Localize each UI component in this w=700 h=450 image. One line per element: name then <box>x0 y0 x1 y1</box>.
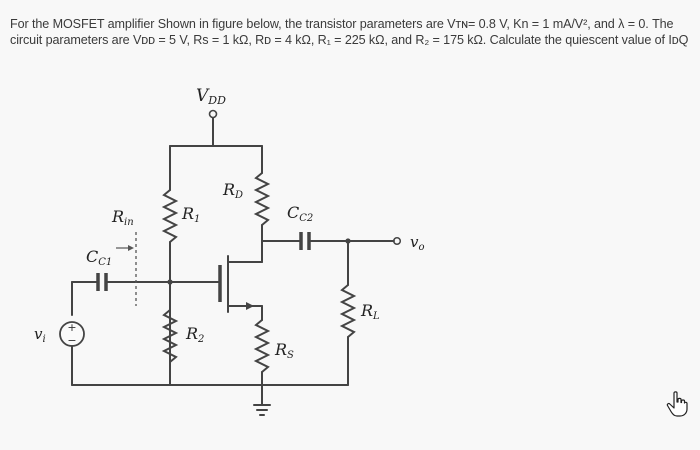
voltage-source: + − <box>59 321 85 347</box>
r1-label: R1 <box>181 204 200 225</box>
r2-resistor <box>161 309 179 363</box>
cc1-label: CC1 <box>86 247 112 268</box>
source-plus-sign: + <box>67 321 76 334</box>
vdd-terminal <box>208 109 218 147</box>
rd-resistor <box>253 172 271 226</box>
vi-label: vi <box>34 325 46 345</box>
question-line-1: For the MOSFET amplifier Shown in figure… <box>10 17 674 31</box>
ground-symbol <box>253 404 271 416</box>
cc1-capacitor <box>96 273 108 291</box>
rd-label: RD <box>222 180 243 201</box>
source-minus-sign: − <box>67 334 76 347</box>
rs-resistor <box>253 319 271 373</box>
r1-resistor <box>161 189 179 243</box>
hand-pointer-icon <box>666 391 688 417</box>
vo-label: vo <box>410 233 425 253</box>
rs-label: RS <box>274 340 294 361</box>
rl-label: RL <box>360 301 380 322</box>
vo-terminal <box>392 236 402 246</box>
r2-label: R2 <box>185 324 204 345</box>
question-line-2: circuit parameters are Vᴅᴅ = 5 V, Rs = 1… <box>10 33 689 47</box>
rl-resistor <box>339 284 357 338</box>
gate-node <box>167 279 173 285</box>
mosfet-transistor <box>218 254 263 321</box>
cc2-label: CC2 <box>287 203 313 224</box>
question-text: For the MOSFET amplifier Shown in figure… <box>10 16 690 48</box>
vdd-label: VDD <box>196 86 226 107</box>
cc2-capacitor <box>299 232 311 250</box>
rin-label: Rin <box>111 207 134 228</box>
